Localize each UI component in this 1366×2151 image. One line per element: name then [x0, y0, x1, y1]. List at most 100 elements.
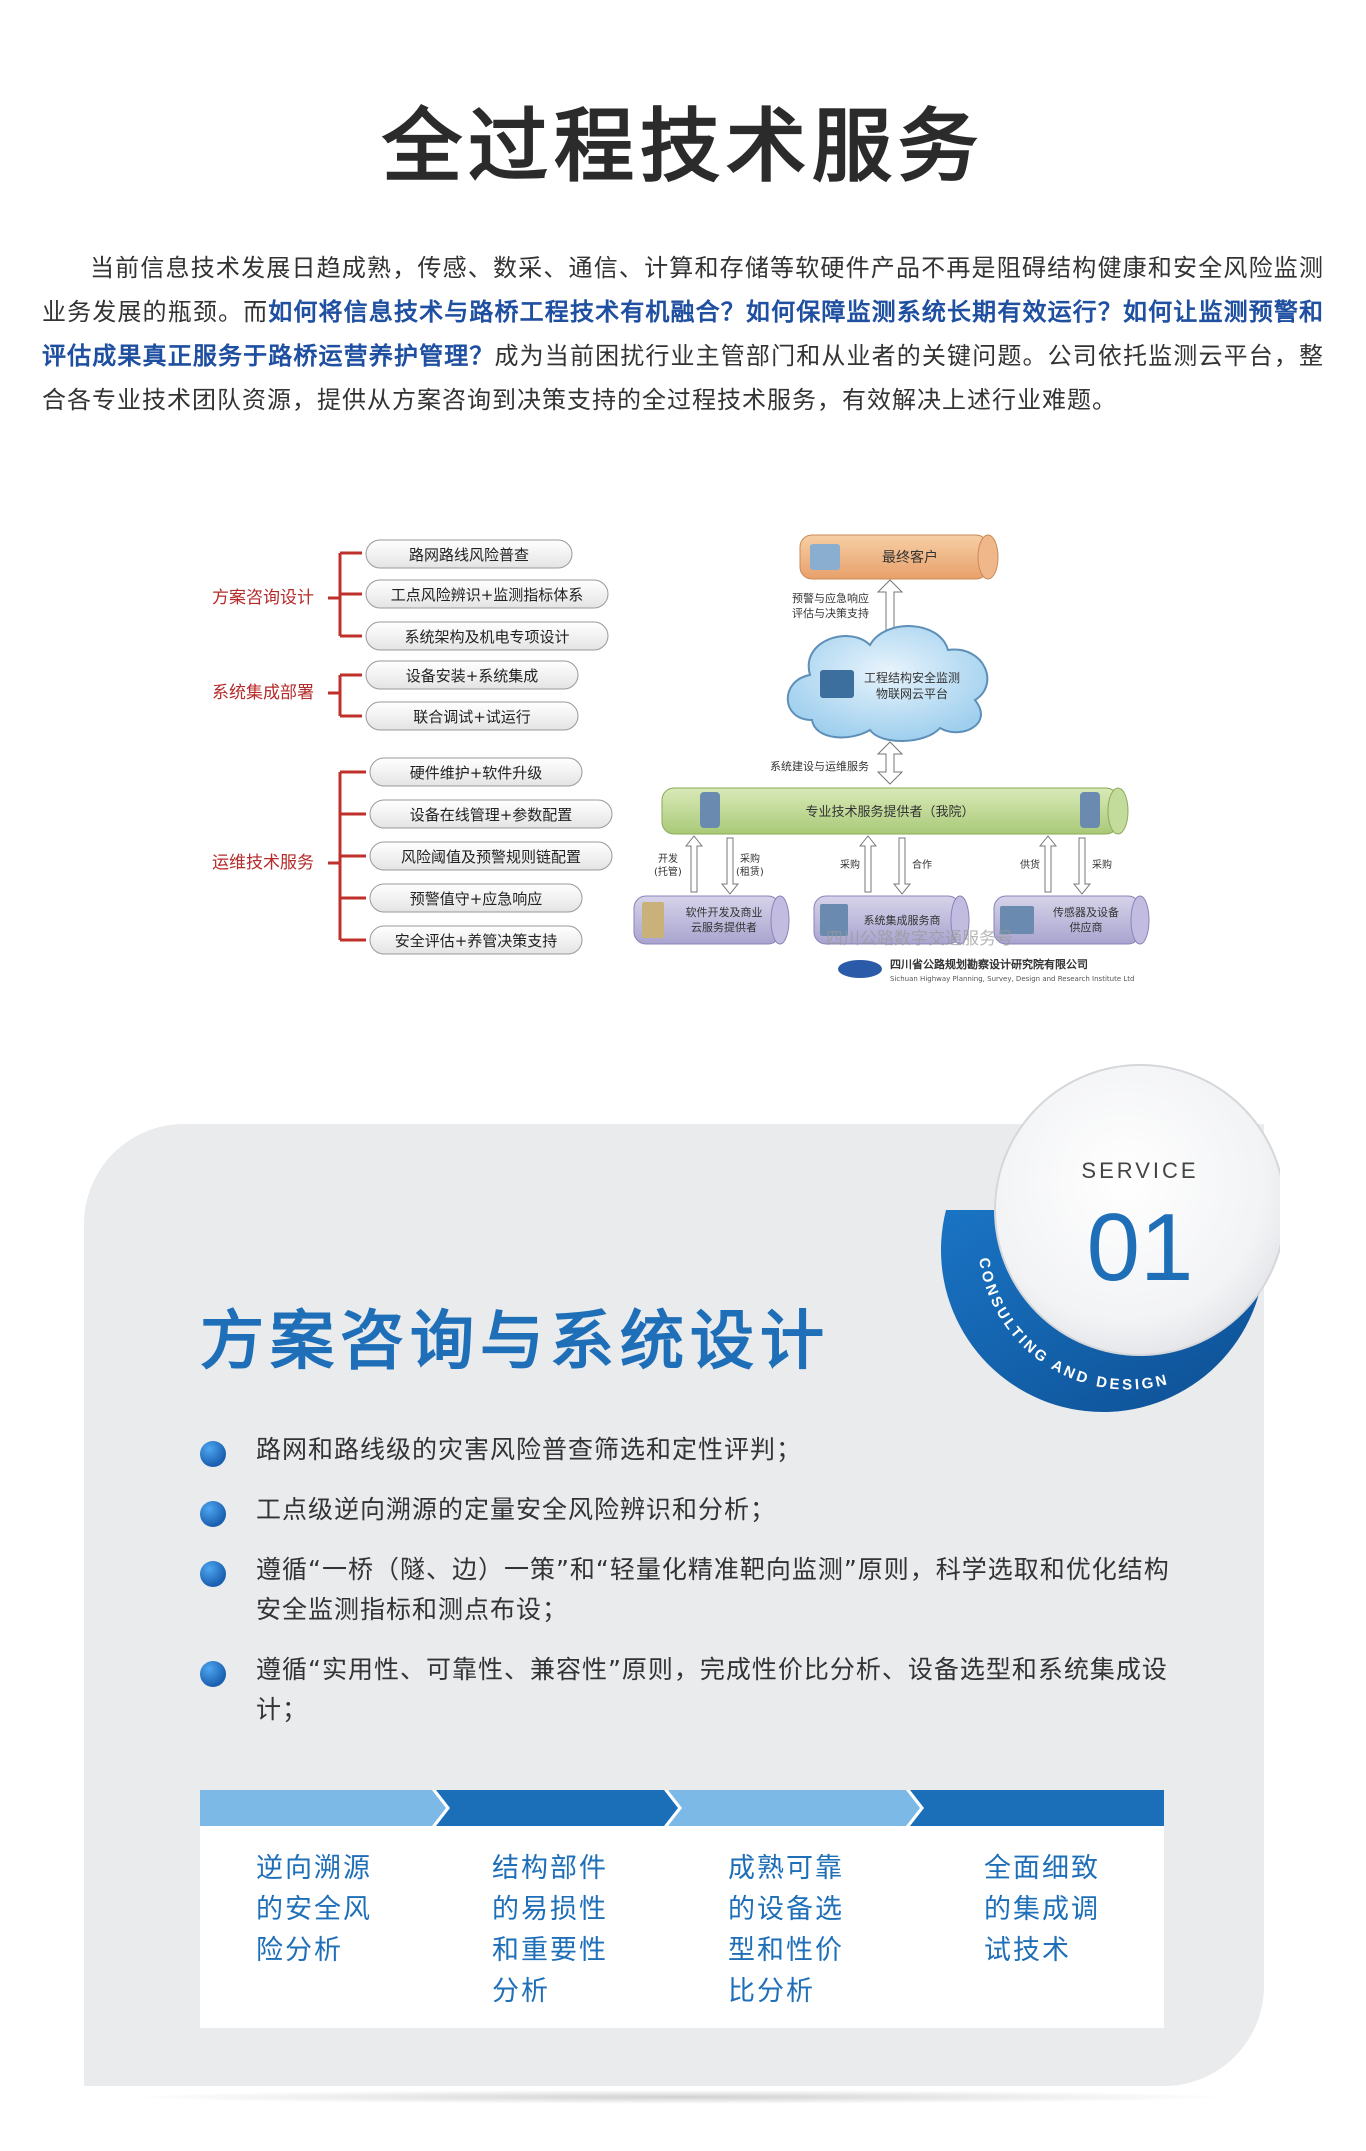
- bullet-dot-icon: [200, 1661, 226, 1687]
- pill-1-1: 路网路线风险普查: [365, 539, 573, 569]
- badge-number: 01: [1087, 1194, 1194, 1301]
- feature-line: 险分析: [256, 1935, 343, 1966]
- bracket-group-1: [328, 551, 362, 638]
- left-label-b2: (租赁): [736, 865, 764, 878]
- service-bullet-list: 路网和路线级的灾害风险普查筛选和定性评判； 工点级逆向溯源的定量安全风险辨识和分…: [200, 1430, 1180, 1750]
- institute-name-cn: 四川省公路规划勘察设计研究院有限公司: [890, 957, 1088, 971]
- right-label-a: 供货: [1020, 858, 1040, 871]
- cloud-platform: 工程结构安全监测 物联网云平台: [786, 625, 989, 742]
- pill-3-4: 预警值守+应急响应: [369, 883, 583, 913]
- feature-line: 试技术: [984, 1935, 1071, 1966]
- person-icon-left: [700, 792, 720, 828]
- left-label-a1: 开发: [658, 852, 678, 865]
- build-label: 系统建设与运维服务: [770, 759, 869, 773]
- devices-icon: [1000, 906, 1034, 934]
- feature-line: 比分析: [728, 1976, 815, 2007]
- person-icon-right: [1080, 792, 1100, 828]
- intro-highlight: 如何将信息技术与路桥工程技术有机融合？如何保障监测系统长期有效运行？如何让监测预…: [42, 298, 1325, 370]
- pill-text: 风险阈值及预警规则链配置: [401, 848, 581, 866]
- bullet-text: 路网和路线级的灾害风险普查筛选和定性评判；: [256, 1435, 803, 1464]
- pill-2-2: 联合调试+试运行: [365, 701, 579, 731]
- client-label: 最终客户: [882, 549, 938, 566]
- arrow-client-cloud: [876, 579, 904, 631]
- feature-1: 逆向溯源 的安全风 险分析: [256, 1848, 456, 1971]
- mid-label-a: 采购: [840, 858, 860, 871]
- provider-cylinder: 专业技术服务提供者（我院）: [661, 787, 1129, 835]
- intro-paragraph: 当前信息技术发展日趋成熟，传感、数采、通信、计算和存储等软硬件产品不再是阻碍结构…: [42, 246, 1324, 422]
- pill-3-2: 设备在线管理+参数配置: [369, 799, 613, 829]
- bullet-text: 工点级逆向溯源的定量安全风险辨识和分析；: [256, 1495, 777, 1524]
- arrow-segment-3: [668, 1790, 920, 1826]
- pill-1-2: 工点风险辨识+监测指标体系: [365, 579, 609, 609]
- diagram-svg: 方案咨询设计 系统集成部署 运维技术服务 路网路线风险普查 工点风险辨识+监测指…: [212, 534, 1150, 983]
- feature-line: 结构部件: [492, 1853, 608, 1884]
- server-icon: [642, 902, 664, 938]
- bracket-group-3: [328, 770, 366, 942]
- arrow-segment-4: [910, 1790, 1164, 1826]
- pill-text: 工点风险辨识+监测指标体系: [391, 586, 584, 604]
- pill-1-3: 系统架构及机电专项设计: [365, 621, 609, 651]
- pill-text: 设备安装+系统集成: [406, 667, 539, 685]
- mid-label-b: 合作: [912, 858, 932, 871]
- pill-text: 设备在线管理+参数配置: [410, 806, 573, 824]
- page-title: 全过程技术服务: [382, 99, 984, 193]
- feature-line: 的设备选: [728, 1894, 844, 1925]
- feature-line: 分析: [492, 1976, 550, 2007]
- bullet-dot-icon: [200, 1501, 226, 1527]
- rack-icon: [820, 904, 848, 936]
- feature-line: 的易损性: [492, 1894, 608, 1925]
- supplier1-label-1: 软件开发及商业: [686, 905, 763, 919]
- bullet-dot-icon: [200, 1561, 226, 1587]
- pill-text: 路网路线风险普查: [409, 546, 529, 564]
- bullet-item: 遵循“实用性、可靠性、兼容性”原则，完成性价比分析、设备选型和系统集成设计；: [200, 1650, 1180, 1730]
- watermark-text: 四川公路数字交通服务号: [826, 929, 1013, 949]
- institute-logo-icon: [838, 960, 882, 978]
- bullet-text: 遵循“实用性、可靠性、兼容性”原则，完成性价比分析、设备选型和系统集成设计；: [256, 1655, 1168, 1724]
- cloud-label-1: 工程结构安全监测: [864, 670, 960, 685]
- bullet-item: 遵循“一桥（隧、边）一策”和“轻量化精准靶向监测”原则，科学选取和优化结构安全监…: [200, 1550, 1180, 1630]
- supplier2-label: 系统集成服务商: [864, 913, 941, 927]
- branch-arrows: [684, 835, 1092, 895]
- supplier-software: 软件开发及商业 云服务提供者: [633, 895, 790, 945]
- feature-line: 的集成调: [984, 1894, 1100, 1925]
- feature-line: 全面细致: [984, 1853, 1100, 1884]
- pill-2-1: 设备安装+系统集成: [365, 660, 579, 690]
- bullet-item: 工点级逆向溯源的定量安全风险辨识和分析；: [200, 1490, 1180, 1530]
- supplier3-label-2: 供应商: [1070, 920, 1103, 934]
- pill-3-3: 风险阈值及预警规则链配置: [369, 841, 613, 871]
- supplier-sensor: 传感器及设备 供应商: [993, 895, 1150, 945]
- provider-label: 专业技术服务提供者（我院）: [805, 804, 974, 820]
- pill-text: 硬件维护+软件升级: [410, 764, 543, 782]
- pill-text: 系统架构及机电专项设计: [404, 628, 569, 646]
- feature-line: 型和性价: [728, 1935, 844, 1966]
- supplier3-label-1: 传感器及设备: [1053, 905, 1119, 919]
- service-badge: SERVICE 01 CONSULTING AND DESIGN: [940, 1040, 1286, 1460]
- bracket-group-2: [328, 673, 362, 718]
- pill-text: 联合调试+试运行: [413, 708, 531, 726]
- service-flow-diagram: 方案咨询设计 系统集成部署 运维技术服务 路网路线风险普查 工点风险辨识+监测指…: [200, 520, 1166, 1000]
- intro-text-1: 当前信息技术发展日趋成熟，传感、数采、通信、计算和存储等软硬件产品不再是阻碍结构…: [42, 254, 1324, 326]
- feature-2: 结构部件 的易损性 和重要性 分析: [492, 1848, 692, 2012]
- feature-3: 成熟可靠 的设备选 型和性价 比分析: [728, 1848, 928, 2012]
- bullet-item: 路网和路线级的灾害风险普查筛选和定性评判；: [200, 1430, 1180, 1470]
- feature-line: 逆向溯源: [256, 1853, 372, 1884]
- institute-logo: 四川省公路规划勘察设计研究院有限公司 Sichuan Highway Plann…: [838, 957, 1134, 983]
- badge-word: SERVICE: [1081, 1158, 1198, 1183]
- intro-text-2: 成为当前困扰行业主管部门和从业者的关键问题。公司依托监测云平台，整合各专业技术团…: [42, 342, 1325, 414]
- monitor-icon: [820, 670, 854, 698]
- feature-panel: 逆向溯源 的安全风 险分析 结构部件 的易损性 和重要性 分析 成熟可靠 的设备…: [200, 1790, 1164, 2028]
- pill-3-5: 安全评估+养管决策支持: [369, 925, 583, 955]
- group-label-integration: 系统集成部署: [212, 683, 314, 703]
- left-label-a2: (托管): [654, 865, 682, 878]
- pill-text: 预警值守+应急响应: [410, 890, 543, 908]
- feature-arrow-bar: [200, 1790, 1164, 1826]
- left-label-b1: 采购: [740, 852, 760, 865]
- pill-text: 安全评估+养管决策支持: [395, 932, 558, 950]
- badge-svg: SERVICE 01 CONSULTING AND DESIGN: [940, 1064, 1286, 1413]
- service-card-shadow: [120, 2090, 1240, 2104]
- bullet-text: 遵循“一桥（隧、边）一策”和“轻量化精准靶向监测”原则，科学选取和优化结构安全监…: [256, 1555, 1170, 1624]
- institute-name-en: Sichuan Highway Planning, Survey, Design…: [890, 975, 1134, 983]
- group-label-operation: 运维技术服务: [212, 853, 314, 873]
- supplier-integration: 系统集成服务商: [813, 895, 970, 945]
- bullet-dot-icon: [200, 1441, 226, 1467]
